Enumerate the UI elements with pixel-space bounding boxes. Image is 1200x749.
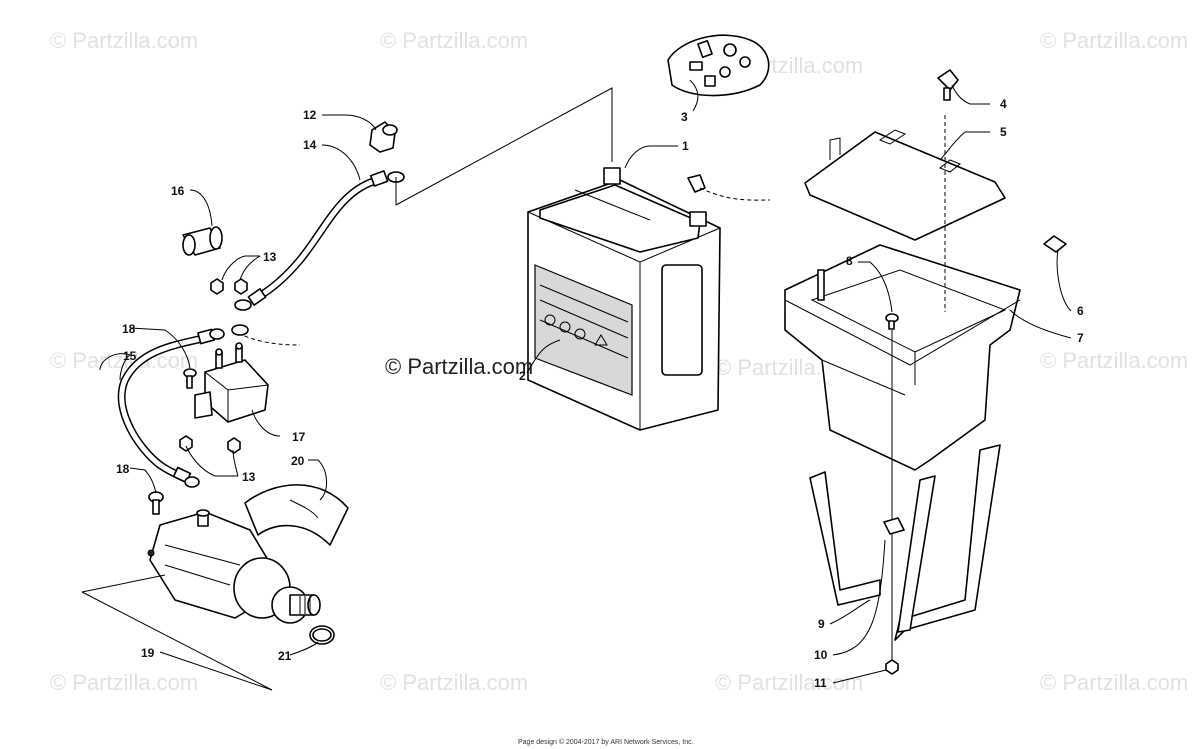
heat-shield-20	[244, 484, 349, 546]
bracket-right	[894, 444, 1001, 641]
callout-5: 5	[1000, 125, 1007, 139]
callout-2: 2	[519, 369, 526, 383]
callout-13: 13	[242, 470, 256, 484]
watermark: © Partzilla.com	[50, 348, 198, 373]
callout-6: 6	[1077, 304, 1084, 318]
callout-18: 18	[116, 462, 130, 476]
screw-8	[885, 313, 899, 330]
callout-21: 21	[278, 649, 292, 663]
clip-nut-10	[883, 517, 905, 535]
callout-12: 12	[303, 108, 317, 122]
callout-20: 20	[291, 454, 305, 468]
callout-1: 1	[682, 139, 689, 153]
hardware-kit-3	[667, 34, 770, 97]
cable-15	[117, 328, 225, 488]
solenoid-17	[194, 342, 269, 423]
center-watermark: © Partzilla.com	[385, 354, 533, 379]
callout-17: 17	[292, 430, 306, 444]
nut-13-lower	[179, 435, 241, 454]
callouts: 1 2 3 4 5 6 7 8 9 10 11 12 13 14 15 16 1…	[116, 97, 1084, 690]
callout-7: 7	[1077, 331, 1084, 345]
ground-lead	[687, 174, 771, 201]
watermark: © Partzilla.com	[1040, 348, 1188, 373]
watermark: © Partzilla.com	[380, 670, 528, 695]
bracket-9	[809, 471, 881, 606]
knob-4	[937, 69, 959, 101]
callout-13: 13	[263, 250, 277, 264]
battery-tray-5	[804, 129, 1006, 241]
bolt-18-lower	[148, 491, 164, 515]
callout-4: 4	[1000, 97, 1007, 111]
footer-copyright: Page design © 2004-2017 by ARI Network S…	[518, 738, 694, 746]
center-watermark-text: © Partzilla.com	[385, 354, 533, 379]
callout-11: 11	[814, 676, 827, 690]
boot-16	[182, 226, 223, 256]
callout-19: 19	[141, 646, 155, 660]
battery-box-7	[784, 244, 1021, 471]
bolt-18-upper	[183, 368, 197, 389]
callout-14: 14	[303, 138, 317, 152]
nut-13-top	[210, 278, 248, 295]
callout-15: 15	[123, 349, 137, 363]
starter-motor-19	[147, 509, 335, 645]
watermark: © Partzilla.com	[1040, 28, 1188, 53]
watermark: © Partzilla.com	[50, 670, 198, 695]
callout-8: 8	[846, 254, 853, 268]
watermark: © Partzilla.com	[380, 28, 528, 53]
battery-1	[527, 167, 721, 431]
watermark: © Partzilla.com	[715, 670, 863, 695]
clip-6	[1043, 235, 1067, 253]
nut-11	[885, 659, 899, 675]
cable-14	[234, 170, 405, 311]
watermark: © Partzilla.com	[50, 28, 198, 53]
callout-18: 18	[122, 322, 136, 336]
callout-10: 10	[814, 648, 828, 662]
leader-lines	[99, 79, 1072, 691]
callout-9: 9	[818, 617, 825, 631]
watermark: © Partzilla.com	[1040, 670, 1188, 695]
callout-16: 16	[171, 184, 185, 198]
callout-3: 3	[681, 110, 688, 124]
